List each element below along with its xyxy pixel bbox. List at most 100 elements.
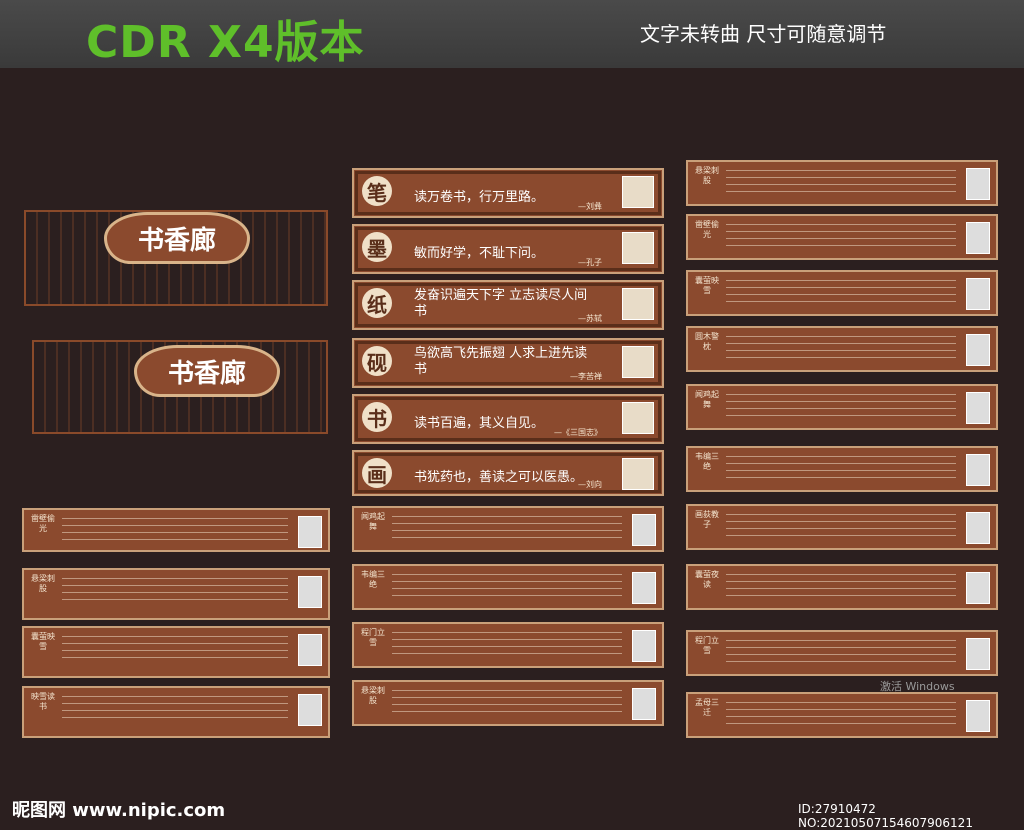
- story-title: 韦编三绝: [695, 452, 719, 471]
- quote-text: 读书百遍，其义自见。: [414, 416, 545, 431]
- quote-author: —刘向: [578, 480, 602, 489]
- quote-char: 笔: [362, 176, 392, 206]
- story-title: 程门立雪: [695, 636, 719, 655]
- arch-label-2: 书香廊: [167, 358, 246, 389]
- quote-author: —孔子: [578, 258, 602, 267]
- story-body: [726, 574, 956, 600]
- story-body: [62, 578, 288, 604]
- story-image: [966, 572, 990, 604]
- story-body: [726, 702, 956, 728]
- story-body: [392, 690, 622, 716]
- story-title: 悬梁刺股: [361, 686, 385, 705]
- quote-image: [622, 458, 654, 490]
- story-panel-left-2: 悬梁刺股: [22, 568, 330, 620]
- story-image: [632, 514, 656, 546]
- story-panel-right-1: 悬梁刺股: [686, 160, 998, 206]
- quote-text: 发奋识遍天下字 立志读尽人间书: [414, 288, 588, 319]
- story-panel-mid-1: 闻鸡起舞: [352, 506, 664, 552]
- story-panel-mid-4: 悬梁刺股: [352, 680, 664, 726]
- story-panel-mid-2: 韦编三绝: [352, 564, 664, 610]
- story-title: 映雪读书: [31, 692, 55, 711]
- quote-author: —刘彝: [578, 202, 602, 211]
- story-title: 凿壁偷光: [31, 514, 55, 533]
- story-image: [966, 638, 990, 670]
- story-title: 圆木警枕: [695, 332, 719, 351]
- quote-text: 读万卷书，行万里路。: [414, 190, 545, 205]
- quote-panel-5: 书 读书百遍，其义自见。 —《三国志》: [352, 394, 664, 444]
- story-image: [632, 630, 656, 662]
- story-image: [966, 334, 990, 366]
- story-title: 闻鸡起舞: [361, 512, 385, 531]
- quote-image: [622, 232, 654, 264]
- story-title: 孟母三迁: [695, 698, 719, 717]
- story-panel-right-5: 闻鸡起舞: [686, 384, 998, 430]
- story-panel-right-10: 孟母三迁: [686, 692, 998, 738]
- story-image: [966, 454, 990, 486]
- site-watermark[interactable]: 昵图网 www.nipic.com: [12, 800, 226, 821]
- story-body: [62, 696, 288, 722]
- quote-author: —苏轼: [578, 314, 602, 323]
- story-body: [62, 518, 288, 544]
- story-title: 悬梁刺股: [695, 166, 719, 185]
- windows-activation-text: 激活 Windows: [880, 680, 955, 693]
- story-image: [966, 168, 990, 200]
- story-panel-right-9: 程门立雪: [686, 630, 998, 676]
- story-body: [726, 224, 956, 250]
- story-panel-left-3: 囊萤映雪: [22, 626, 330, 678]
- quote-panel-4: 砚 鸟欲高飞先振翅 人求上进先读书 —李苦禅: [352, 338, 664, 388]
- story-body: [726, 640, 956, 666]
- top-bar: CDR X4版本 文字未转曲 尺寸可随意调节: [0, 0, 1024, 68]
- story-body: [726, 394, 956, 420]
- story-image: [966, 700, 990, 732]
- story-image: [298, 516, 322, 548]
- story-panel-left-4: 映雪读书: [22, 686, 330, 738]
- quote-author: —李苦禅: [570, 372, 602, 381]
- story-panel-left-1: 凿壁偷光: [22, 508, 330, 552]
- story-panel-right-8: 囊萤夜读: [686, 564, 998, 610]
- story-body: [62, 636, 288, 662]
- quote-author: —《三国志》: [554, 428, 602, 437]
- story-title: 悬梁刺股: [31, 574, 55, 593]
- quote-char: 砚: [362, 346, 392, 376]
- quote-text: 鸟欲高飞先振翅 人求上进先读书: [414, 346, 588, 377]
- story-panel-right-6: 韦编三绝: [686, 446, 998, 492]
- story-body: [392, 632, 622, 658]
- quote-char: 纸: [362, 288, 392, 318]
- image-id-text: ID:27910472 NO:20210507154607906121: [798, 802, 973, 830]
- story-image: [966, 512, 990, 544]
- quote-panel-3: 纸 发奋识遍天下字 立志读尽人间书 —苏轼: [352, 280, 664, 330]
- quote-text: 敏而好学，不耻下问。: [414, 246, 545, 261]
- quote-char: 画: [362, 458, 392, 488]
- page-title: CDR X4版本: [86, 17, 365, 68]
- story-title: 囊萤映雪: [695, 276, 719, 295]
- quote-panel-6: 画 书犹药也，善读之可以医愚。 —刘向: [352, 450, 664, 496]
- arch-fan-2: 书香廊: [134, 345, 280, 397]
- quote-panel-2: 墨 敏而好学，不耻下问。 —孔子: [352, 224, 664, 274]
- page-subtitle: 文字未转曲 尺寸可随意调节: [640, 22, 887, 46]
- story-panel-right-7: 画荻教子: [686, 504, 998, 550]
- story-title: 囊萤映雪: [31, 632, 55, 651]
- story-title: 程门立雪: [361, 628, 385, 647]
- quote-image: [622, 176, 654, 208]
- story-panel-right-4: 圆木警枕: [686, 326, 998, 372]
- story-body: [392, 516, 622, 542]
- story-panel-mid-3: 程门立雪: [352, 622, 664, 668]
- quote-panel-1: 笔 读万卷书，行万里路。 —刘彝: [352, 168, 664, 218]
- quote-char: 墨: [362, 232, 392, 262]
- quote-text: 书犹药也，善读之可以医愚。: [414, 470, 584, 485]
- quote-image: [622, 288, 654, 320]
- story-image: [632, 688, 656, 720]
- story-body: [726, 456, 956, 482]
- quote-char: 书: [362, 402, 392, 432]
- story-body: [726, 170, 956, 196]
- story-image: [632, 572, 656, 604]
- story-image: [966, 278, 990, 310]
- story-title: 凿壁偷光: [695, 220, 719, 239]
- quote-image: [622, 346, 654, 378]
- arch-fan-1: 书香廊: [104, 212, 250, 264]
- story-image: [298, 634, 322, 666]
- story-body: [726, 336, 956, 362]
- story-panel-right-3: 囊萤映雪: [686, 270, 998, 316]
- story-image: [966, 222, 990, 254]
- story-image: [298, 694, 322, 726]
